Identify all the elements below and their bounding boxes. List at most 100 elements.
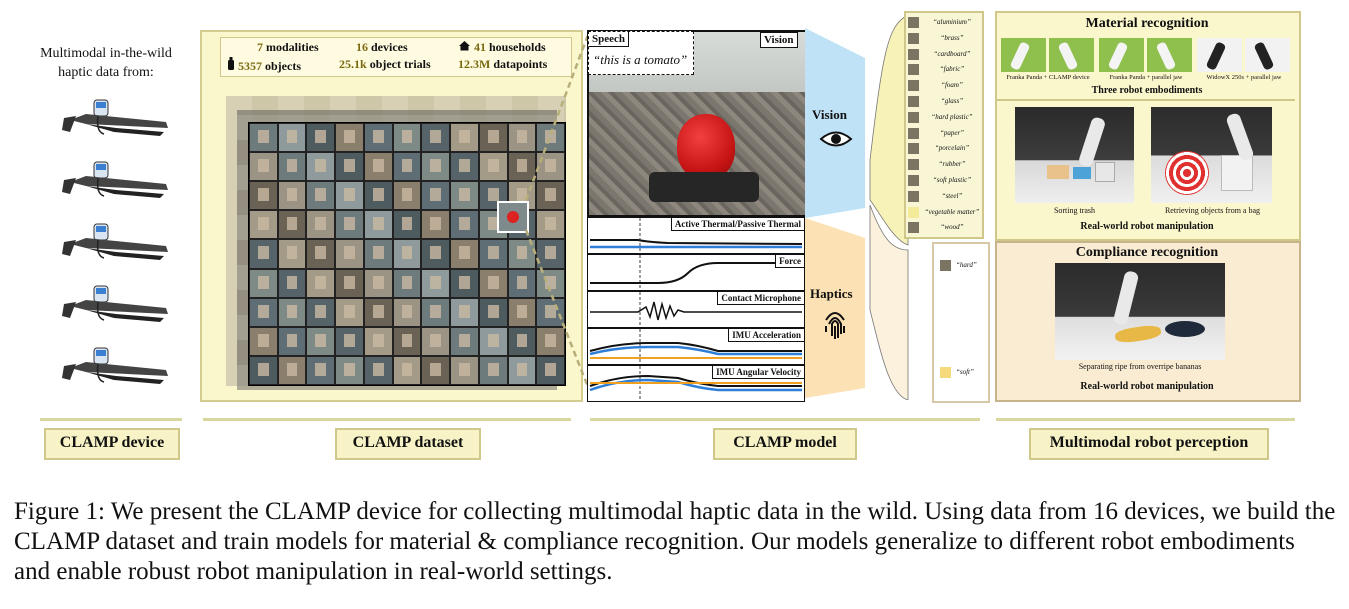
- clamp-device-icon: [56, 98, 176, 138]
- dataset-thumbnail: [336, 298, 363, 326]
- bottle-icon: [227, 57, 235, 73]
- dataset-thumbnail: [278, 356, 306, 384]
- material-swatch: [908, 127, 919, 139]
- material-swatch: [908, 159, 919, 171]
- material-class-item: “glass”: [906, 93, 982, 110]
- dataset-thumbnail: [422, 240, 450, 268]
- dataset-thumbnail: [537, 327, 564, 355]
- fingerprint-icon: [822, 306, 848, 344]
- banana-sorting-photo: [1055, 263, 1225, 360]
- eye-icon: [819, 128, 853, 154]
- highlighted-tomato-photo: [497, 201, 529, 233]
- speech-label: Speech: [589, 32, 629, 47]
- dataset-thumbnail: [479, 124, 507, 152]
- dataset-thumbnail: [307, 124, 335, 152]
- dataset-thumbnail: [278, 182, 306, 210]
- dataset-thumbnail: [250, 124, 277, 152]
- dataset-thumbnail: [336, 211, 363, 239]
- dataset-thumbnail: [336, 153, 363, 181]
- material-recognition-title: Material recognition: [1085, 16, 1209, 31]
- zoom-lines: [524, 34, 592, 393]
- material-swatch: [908, 64, 919, 76]
- vision-image-label: Vision: [760, 32, 798, 48]
- embodiment-caption-1: Franka Panda + CLAMP device: [1006, 74, 1090, 81]
- dataset-thumbnail: [278, 124, 306, 152]
- material-class-item: “vegetable matter”: [906, 204, 982, 221]
- dataset-thumbnail: [278, 153, 306, 181]
- dataset-thumbnail: [364, 124, 392, 152]
- dataset-thumbnail: [307, 356, 335, 384]
- sensor-label: Contact Microphone: [717, 292, 804, 305]
- dataset-thumbnail: [278, 211, 306, 239]
- dataset-thumbnail: [278, 240, 306, 268]
- clamp-device-icon: [56, 222, 176, 262]
- material-class-item: “rubber”: [906, 156, 982, 173]
- dataset-thumbnail: [422, 356, 450, 384]
- vision-branch-label: Vision: [812, 107, 847, 122]
- material-swatch: [908, 32, 919, 44]
- dataset-thumbnail: [537, 298, 564, 326]
- dataset-thumbnail: [479, 298, 507, 326]
- embodiments-title: Three robot embodiments: [1091, 85, 1203, 96]
- dataset-thumbnail: [336, 327, 363, 355]
- manipulation-title-2: Real-world robot manipulation: [1080, 381, 1214, 392]
- material-swatch: [908, 175, 919, 186]
- dataset-thumbnail: [364, 298, 392, 326]
- dataset-thumbnail: [451, 182, 478, 210]
- dataset-thumbnail: [250, 269, 277, 297]
- dataset-thumbnail: [364, 327, 392, 355]
- dataset-thumbnail: [508, 298, 536, 326]
- compliance-classes: “hard” “soft”: [932, 242, 990, 403]
- clamp-device-icon: [56, 160, 176, 200]
- embodiment-photo: [1197, 38, 1242, 72]
- dataset-thumbnail: [479, 153, 507, 181]
- material-class-item: “aluminium”: [906, 14, 982, 31]
- embodiment-photo: [1147, 38, 1192, 72]
- material-class-label: “glass”: [940, 97, 964, 105]
- dataset-thumbnail: [451, 327, 478, 355]
- dataset-thumbnail: [422, 211, 450, 239]
- dataset-thumbnail: [451, 298, 478, 326]
- dataset-thumbnail: [479, 327, 507, 355]
- device-heading: Multimodal in-the-wild haptic data from:: [40, 46, 172, 80]
- sensor-label: IMU Angular Velocity: [712, 366, 804, 379]
- dataset-thumbnail: [336, 356, 363, 384]
- dataset-stats-box: 7 modalities 16 devices 41 households 53…: [220, 37, 572, 77]
- dataset-thumbnail: [537, 124, 564, 152]
- dataset-thumbnail: [307, 240, 335, 268]
- dataset-thumbnail: [393, 240, 421, 268]
- branch-fans: [805, 28, 865, 398]
- material-class-label: “aluminium”: [933, 18, 971, 26]
- retrieving-bag-caption: Retrieving objects from a bag: [1164, 206, 1261, 215]
- sensor-signal-box: IMU Angular Velocity: [587, 365, 805, 402]
- dataset-thumbnail: [250, 211, 277, 239]
- material-class-item: “porcelain”: [906, 140, 982, 157]
- dataset-thumbnail: [336, 240, 363, 268]
- device-divider: [40, 418, 182, 421]
- dataset-thumbnail: [393, 327, 421, 355]
- dataset-thumbnail: [451, 240, 478, 268]
- dataset-thumbnail: [422, 153, 450, 181]
- embodiment-photo: [1245, 38, 1290, 72]
- dataset-thumbnail: [479, 356, 507, 384]
- clamp-device-label: CLAMP device: [44, 428, 180, 460]
- material-class-label: “brass”: [940, 33, 964, 42]
- dataset-thumbnail: [278, 269, 306, 297]
- embodiment-photo: [1049, 38, 1094, 72]
- haptics-branch-label: Haptics: [810, 286, 853, 301]
- material-swatch: [908, 80, 919, 92]
- sorting-trash-photo: [1015, 107, 1134, 203]
- sensor-label: IMU Acceleration: [728, 329, 804, 342]
- compliance-soft: “soft”: [940, 367, 985, 381]
- banana-caption: Separating ripe from overripe bananas: [1078, 362, 1202, 371]
- feature-flow: [869, 14, 909, 400]
- sensor-signal-box: Contact Microphone: [587, 291, 805, 328]
- dataset-thumbnail: [508, 269, 536, 297]
- manipulation-title: Real-world robot manipulation: [1080, 221, 1214, 232]
- compliance-hard: “hard”: [940, 260, 985, 274]
- material-class-label: “foam”: [941, 81, 963, 90]
- speech-text: “this is a tomato”: [593, 52, 688, 67]
- material-class-item: “cardboard”: [906, 46, 982, 63]
- dataset-thumbnail: [479, 182, 507, 210]
